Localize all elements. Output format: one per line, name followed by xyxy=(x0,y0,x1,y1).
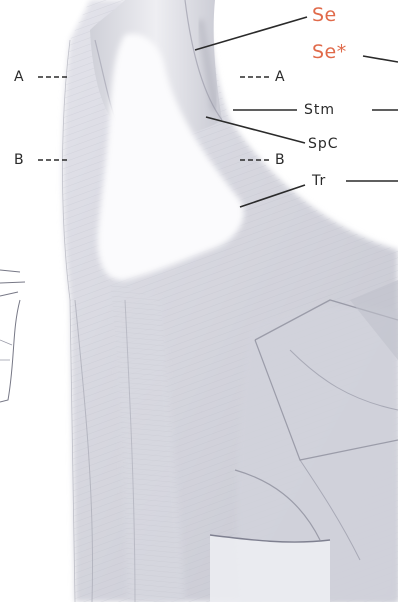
label-a-left: A xyxy=(14,69,25,85)
label-se: Se xyxy=(312,5,337,25)
label-a-right: A xyxy=(275,69,286,85)
label-tr: Tr xyxy=(312,173,326,189)
label-b-right: B xyxy=(275,152,286,168)
label-spc: SpC xyxy=(308,136,339,152)
label-se-star: Se* xyxy=(312,42,347,62)
label-b-left: B xyxy=(14,152,25,168)
label-stm: Stm xyxy=(304,102,335,118)
